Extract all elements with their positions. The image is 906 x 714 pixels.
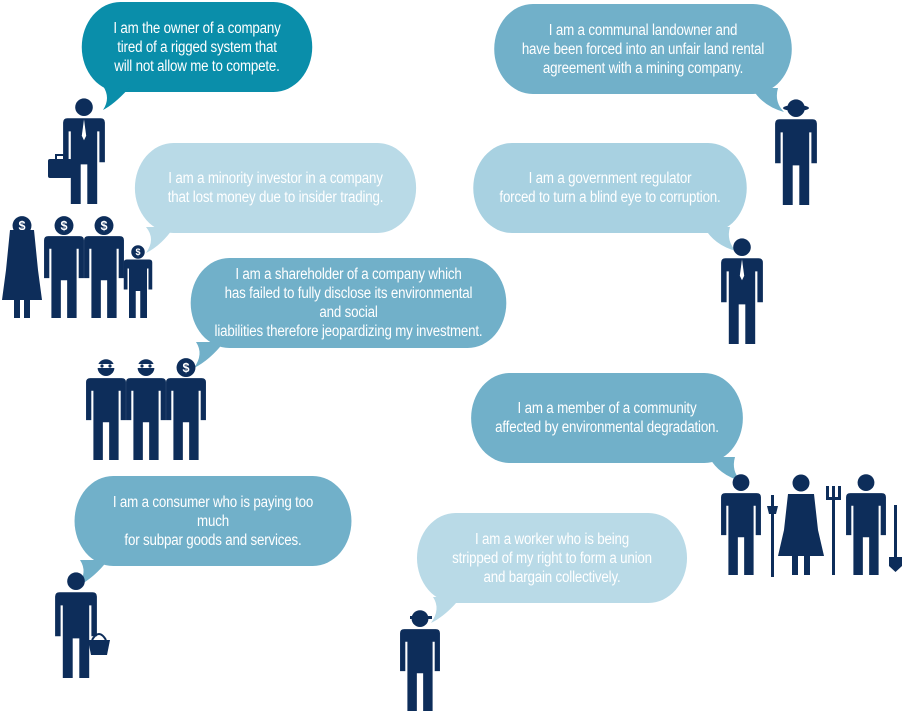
svg-text:$: $: [135, 247, 140, 257]
bubble-tail: [709, 457, 741, 481]
community-farmers-with-tools-icon: [721, 474, 902, 577]
worker-with-cap-icon: [400, 610, 440, 711]
statement-company-owner: I am the owner of a company tired of a r…: [81, 2, 313, 92]
statement-minority-investor: I am a minority investor in a company th…: [134, 143, 417, 233]
farmer-with-hat-icon: [775, 99, 817, 205]
statement-worker: I am a worker who is being stripped of m…: [416, 513, 688, 603]
bubble-tail: [103, 86, 131, 110]
bubble-tail: [431, 597, 461, 623]
statement-company-owner-text: I am the owner of a company tired of a r…: [113, 19, 281, 75]
svg-text:$: $: [100, 219, 107, 233]
statement-shareholder-text: I am a shareholder of a company which ha…: [214, 266, 483, 340]
statement-community-member-text: I am a member of a community affected by…: [495, 400, 719, 436]
statement-worker-text: I am a worker who is being stripped of m…: [452, 530, 652, 586]
statement-consumer: I am a consumer who is paying too much f…: [74, 476, 352, 566]
svg-text:$: $: [18, 219, 25, 233]
statement-regulator: I am a government regulator forced to tu…: [473, 143, 747, 233]
statement-landowner: I am a communal landowner and have been …: [494, 4, 792, 94]
statement-shareholder: I am a shareholder of a company which ha…: [190, 258, 507, 348]
bubble-tail: [704, 227, 736, 251]
bubble-tail: [146, 227, 174, 253]
statement-consumer-text: I am a consumer who is paying too much f…: [112, 493, 314, 549]
shopper-with-basket-icon: [55, 572, 110, 678]
bubble-tail: [194, 342, 224, 368]
masked-thieves-and-investor-icon: $: [86, 358, 206, 460]
svg-text:$: $: [60, 219, 67, 233]
svg-text:$: $: [182, 361, 189, 375]
businessman-with-briefcase-icon: [48, 98, 105, 204]
bubble-tail: [78, 560, 108, 586]
statement-regulator-text: I am a government regulator forced to tu…: [499, 170, 721, 206]
regulator-with-tie-icon: [721, 238, 763, 344]
bubble-tail: [752, 88, 784, 112]
investor-family-icon: $ $ $ $: [2, 216, 153, 318]
statement-community-member: I am a member of a community affected by…: [471, 373, 743, 463]
statement-landowner-text: I am a communal landowner and have been …: [521, 21, 765, 77]
statement-minority-investor-text: I am a minority investor in a company th…: [167, 170, 384, 206]
